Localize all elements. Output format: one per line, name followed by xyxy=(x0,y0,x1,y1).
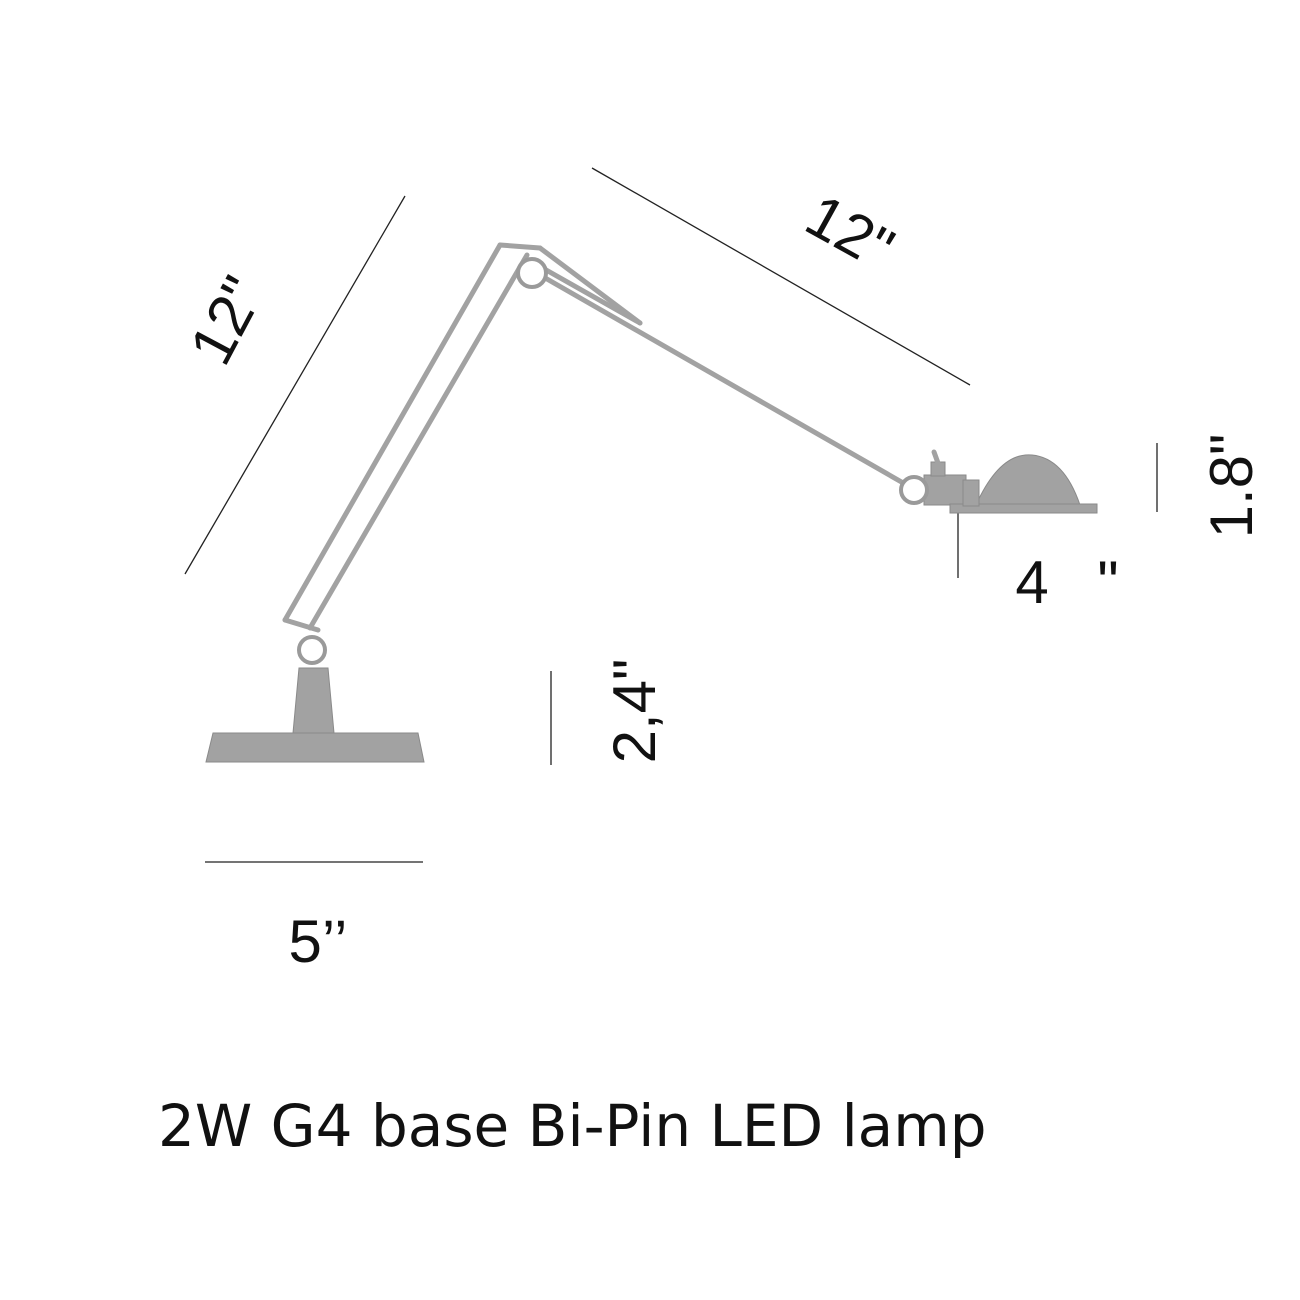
upper-arm-rod-tension xyxy=(537,245,643,326)
lamp-head-joint xyxy=(899,475,929,505)
lamp-illustration xyxy=(205,242,1098,763)
lamp-elbow-joint xyxy=(516,257,548,289)
lamp-shade-rim xyxy=(949,503,1098,514)
upper-arm-rod-link xyxy=(529,259,643,326)
base-height-label: 2,4" xyxy=(601,659,668,764)
shade-width-unit-label: " xyxy=(1097,549,1118,616)
upper-arm-rod-main xyxy=(537,272,915,491)
lamp-base-stem xyxy=(292,667,335,734)
lamp-base-joint xyxy=(297,635,327,665)
lamp-caption: 2W G4 base Bi-Pin LED lamp xyxy=(158,1092,987,1160)
shade-width-value-label: 4 xyxy=(1015,549,1048,616)
lamp-base-plate xyxy=(205,732,425,763)
lower-arm-rod-back xyxy=(282,242,503,623)
shade-height-label: 1.8" xyxy=(1198,434,1265,539)
lower-arm-end-cap xyxy=(497,242,543,251)
lower-arm-foot-cap xyxy=(282,617,321,633)
base-width-label: 5’’ xyxy=(289,908,348,975)
lamp-shade-collar xyxy=(962,479,980,507)
lower-arm-dimension-line xyxy=(184,195,406,575)
upper-arm-length-label: 12" xyxy=(795,181,904,282)
upper-arm-dimension-line xyxy=(591,167,971,386)
lower-arm-rod-front xyxy=(307,252,530,631)
lamp-head-knob-stem xyxy=(931,449,941,466)
lamp-shade xyxy=(975,454,1081,506)
lamp-head-connector xyxy=(923,474,967,506)
lower-arm-length-label: 12" xyxy=(177,266,277,375)
